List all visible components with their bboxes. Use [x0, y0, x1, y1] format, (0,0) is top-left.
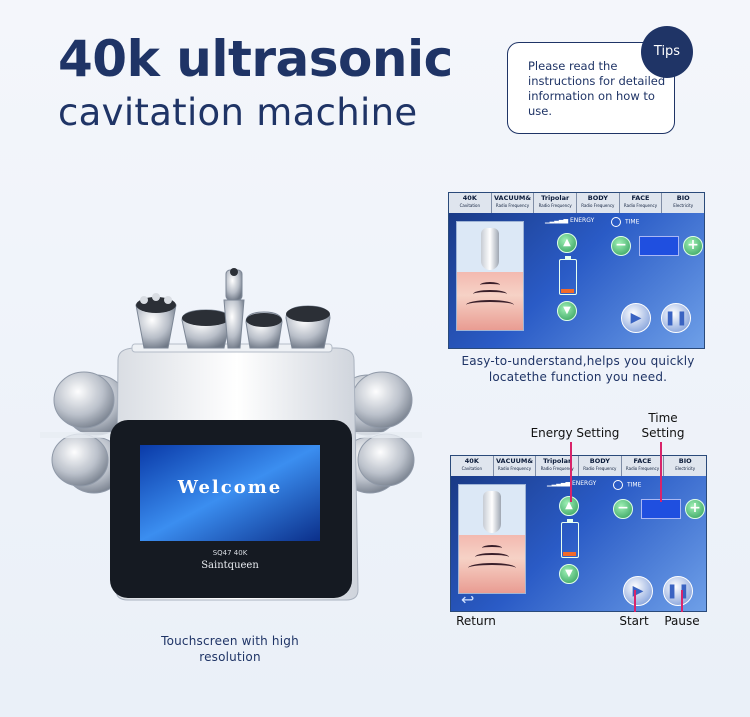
energy-up-button[interactable]: ▲ — [557, 233, 577, 253]
time-plus-button[interactable]: + — [683, 236, 703, 256]
title-line-2: cavitation machine — [58, 91, 418, 134]
panel-caption: Easy-to-understand,helps you quickly loc… — [461, 354, 695, 384]
tips-text: Please read the instructions for detaile… — [528, 59, 666, 118]
energy-label: ENERGY — [571, 480, 597, 487]
time-minus-button[interactable]: − — [611, 236, 631, 256]
signal-icon: ▁▂▃▄▅ — [545, 217, 570, 224]
time-control: TIME − + ▶ ❚❚ — [611, 217, 703, 347]
left-pads — [40, 371, 129, 494]
page-title: 40k ultrasonic cavitation machine — [58, 34, 453, 131]
time-display — [641, 499, 681, 519]
check-icon — [611, 217, 621, 227]
energy-down-button[interactable]: ▼ — [559, 564, 579, 584]
skin-layer — [457, 272, 523, 330]
time-label: TIME — [627, 481, 642, 489]
screen-welcome: Welcome — [177, 477, 283, 498]
pause-pointer — [681, 590, 683, 612]
brand-label: Saintqueen — [201, 560, 259, 571]
start-label: Start — [619, 614, 649, 628]
panel-screen: ▁▂▃▄▅ ENERGY ▲ ▼ TIME − + ▶ ❚❚ — [449, 213, 704, 348]
energy-setting-label: Energy Setting — [530, 426, 620, 440]
return-label: Return — [456, 614, 496, 628]
tab-vacuum[interactable]: VACUUM&Radio Frequency — [494, 456, 537, 476]
start-button[interactable]: ▶ — [623, 576, 653, 606]
probe-image — [458, 484, 526, 594]
start-pointer — [634, 590, 636, 612]
pause-button[interactable]: ❚❚ — [663, 576, 693, 606]
energy-down-button[interactable]: ▼ — [557, 301, 577, 321]
pause-label: Pause — [664, 614, 700, 628]
time-setting-pointer — [660, 442, 662, 502]
time-plus-button[interactable]: + — [685, 499, 705, 519]
battery-icon — [559, 256, 577, 295]
energy-label: ENERGY — [569, 217, 595, 224]
time-display — [639, 236, 679, 256]
handpieces — [135, 268, 331, 349]
return-arrow-icon[interactable]: ↩ — [461, 590, 475, 609]
wand-icon — [483, 491, 501, 533]
model-label: SQ47 40K — [213, 549, 248, 557]
time-label: TIME — [625, 218, 640, 226]
tips-badge: Tips — [641, 26, 693, 78]
signal-icon: ▁▂▃▄▅ — [547, 480, 572, 487]
energy-control: ▁▂▃▄▅ ENERGY ▲ ▼ — [545, 217, 601, 347]
wand-icon — [481, 228, 499, 270]
title-line-1: 40k ultrasonic — [58, 30, 453, 88]
panel-screen: ▁▂▃▄▅ ENERGY ▲ ▼ TIME − + ▶ ❚❚ ↩ — [451, 476, 706, 611]
skin-layer — [459, 535, 525, 593]
check-icon — [613, 480, 623, 490]
energy-control: ▁▂▃▄▅ ENERGY ▲ ▼ — [547, 480, 603, 610]
start-button[interactable]: ▶ — [621, 303, 651, 333]
battery-icon — [561, 519, 579, 558]
time-control: TIME − + ▶ ❚❚ — [613, 480, 705, 610]
energy-setting-pointer — [570, 442, 572, 502]
machine-caption: Touchscreen with high resolution — [161, 634, 299, 664]
time-minus-button[interactable]: − — [613, 499, 633, 519]
pause-button[interactable]: ❚❚ — [661, 303, 691, 333]
energy-up-button[interactable]: ▲ — [559, 496, 579, 516]
time-setting-label: Time Setting — [641, 411, 685, 440]
tab-vacuum[interactable]: VACUUM&Radio Frequency — [492, 193, 535, 213]
probe-image — [456, 221, 524, 331]
cavitation-machine-illustration: Welcome SQ47 40K Saintqueen — [40, 268, 422, 601]
